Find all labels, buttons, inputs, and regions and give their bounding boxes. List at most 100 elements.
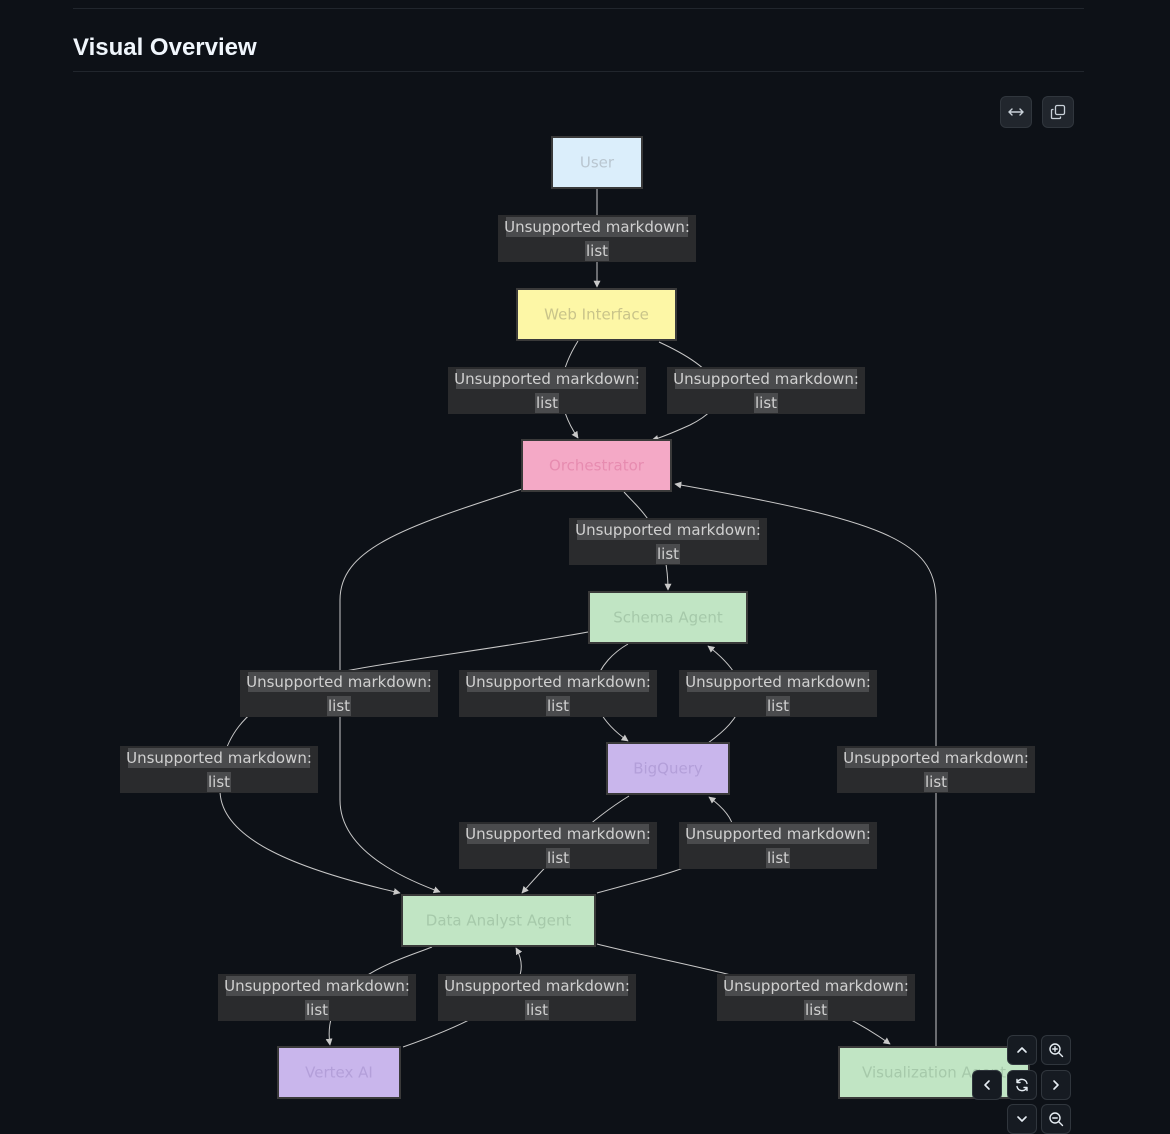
edge-label-highlight bbox=[725, 976, 907, 996]
chevron-down-icon bbox=[1017, 1116, 1027, 1122]
edge-label-line1: Unsupported markdown: bbox=[246, 673, 432, 691]
node-box bbox=[551, 136, 643, 189]
top-divider bbox=[73, 8, 1084, 9]
edge-label: Unsupported markdown: list bbox=[717, 974, 915, 1021]
edge-label-highlight bbox=[327, 696, 351, 716]
edge-label-highlight bbox=[675, 369, 857, 389]
node-label: Schema Agent bbox=[613, 609, 723, 627]
node-box bbox=[401, 894, 596, 947]
edge-label-highlight bbox=[456, 369, 638, 389]
edge-label-highlight bbox=[248, 672, 430, 692]
edge-label-highlight bbox=[766, 848, 790, 868]
node-box bbox=[521, 439, 672, 492]
edge-label-line1: Unsupported markdown: bbox=[224, 977, 410, 995]
edge-label: Unsupported markdown: list bbox=[837, 746, 1035, 793]
edge-arrow bbox=[339, 488, 523, 894]
edge-label-highlight bbox=[207, 772, 231, 792]
title-divider bbox=[73, 71, 1084, 72]
edge-label-line2: list bbox=[586, 242, 608, 260]
edge-label-line1: Unsupported markdown: bbox=[444, 977, 630, 995]
edge-label-line2: list bbox=[805, 1001, 827, 1019]
edge-label-highlight bbox=[577, 520, 759, 540]
edge-label-highlight bbox=[467, 672, 649, 692]
edge-label-highlight bbox=[766, 696, 790, 716]
reset-icon bbox=[1016, 1078, 1028, 1092]
edge-label-highlight bbox=[546, 696, 570, 716]
edge-label-highlight bbox=[535, 393, 559, 413]
chevron-left-icon bbox=[984, 1080, 990, 1090]
pan-down-button[interactable] bbox=[1007, 1104, 1037, 1134]
node-label: BigQuery bbox=[633, 760, 703, 778]
edge-label-highlight bbox=[804, 1000, 828, 1020]
zoom-out-button[interactable] bbox=[1041, 1104, 1071, 1134]
edge-label: Unsupported markdown: list bbox=[569, 518, 767, 565]
edge-label: Unsupported markdown: list bbox=[120, 746, 318, 793]
edge-label: Unsupported markdown: list bbox=[218, 974, 416, 1021]
node-label: Web Interface bbox=[544, 306, 649, 324]
node-box bbox=[516, 288, 677, 341]
edge-label-line1: Unsupported markdown: bbox=[685, 673, 871, 691]
edge-label-line2: list bbox=[767, 697, 789, 715]
edge-label-highlight bbox=[446, 976, 628, 996]
edge-label-highlight bbox=[924, 772, 948, 792]
zoom-in-icon bbox=[1049, 1043, 1064, 1058]
pan-left-button[interactable] bbox=[972, 1070, 1002, 1100]
edge-label-line2: list bbox=[925, 773, 947, 791]
edge-label-line1: Unsupported markdown: bbox=[673, 370, 859, 388]
edge-label: Unsupported markdown: list bbox=[240, 670, 438, 717]
edge-label: Unsupported markdown:list bbox=[679, 822, 877, 869]
node-vertex: Vertex AI bbox=[277, 1046, 401, 1099]
node-box bbox=[277, 1046, 401, 1099]
edge-label: Unsupported markdown: list bbox=[679, 670, 877, 717]
zoom-in-button[interactable] bbox=[1041, 1035, 1071, 1065]
copy-button[interactable] bbox=[1042, 96, 1074, 128]
node-schema: Schema Agent bbox=[588, 591, 748, 644]
edge-label-line2: list bbox=[547, 697, 569, 715]
section-title: Visual Overview bbox=[73, 34, 257, 61]
edge-label-line2: list bbox=[306, 1001, 328, 1019]
edge-label-line1: Unsupported markdown: bbox=[723, 977, 909, 995]
edge-label-highlight bbox=[585, 241, 609, 261]
fit-width-button[interactable] bbox=[1000, 96, 1032, 128]
node-user: User bbox=[551, 136, 643, 189]
edge-label-highlight bbox=[754, 393, 778, 413]
edge-label-line1: Unsupported markdown: bbox=[126, 749, 312, 767]
node-bq: BigQuery bbox=[606, 742, 730, 795]
chevron-up-icon bbox=[1017, 1047, 1027, 1053]
node-label: Orchestrator bbox=[549, 457, 645, 475]
edge-label-line1: Unsupported markdown: bbox=[843, 749, 1029, 767]
edge-arrow bbox=[674, 481, 937, 1046]
edge-label-line1: Unsupported markdown: bbox=[465, 825, 651, 843]
edge-label-line2: list bbox=[526, 1001, 548, 1019]
edge-label-highlight bbox=[467, 824, 649, 844]
node-label: Visualization Agent bbox=[862, 1064, 1006, 1082]
edge-label-highlight bbox=[506, 217, 688, 237]
node-box bbox=[588, 591, 748, 644]
edge-label-line1: Unsupported markdown: bbox=[685, 825, 871, 843]
edge-label: Unsupported markdown: list bbox=[459, 822, 657, 869]
edge-label-line2: list bbox=[755, 394, 777, 412]
pan-up-button[interactable] bbox=[1007, 1035, 1037, 1065]
pan-right-button[interactable] bbox=[1041, 1070, 1071, 1100]
node-label: Data Analyst Agent bbox=[426, 912, 572, 930]
edge-label-highlight bbox=[656, 544, 680, 564]
node-label: User bbox=[580, 154, 615, 172]
zoom-out-icon bbox=[1049, 1112, 1064, 1127]
edge-label: Unsupported markdown: list bbox=[667, 367, 865, 414]
edge-label-line2: list bbox=[547, 849, 569, 867]
node-label: Vertex AI bbox=[305, 1064, 373, 1082]
reset-view-button[interactable] bbox=[1007, 1070, 1037, 1100]
edge-label: Unsupported markdown:list bbox=[448, 367, 646, 414]
chevron-right-icon bbox=[1053, 1080, 1059, 1090]
edge-label-line1: Unsupported markdown: bbox=[575, 521, 761, 539]
node-analyst: Data Analyst Agent bbox=[401, 894, 596, 947]
edge-label-line2: list bbox=[657, 545, 679, 563]
edge-arrow bbox=[219, 631, 589, 895]
node-web: Web Interface bbox=[516, 288, 677, 341]
node-box bbox=[606, 742, 730, 795]
edge-label-line2: list bbox=[208, 773, 230, 791]
edge-label-highlight bbox=[226, 976, 408, 996]
edge-label-highlight bbox=[546, 848, 570, 868]
edge-label-line1: Unsupported markdown: bbox=[454, 370, 640, 388]
edge-label-line2: list bbox=[328, 697, 350, 715]
